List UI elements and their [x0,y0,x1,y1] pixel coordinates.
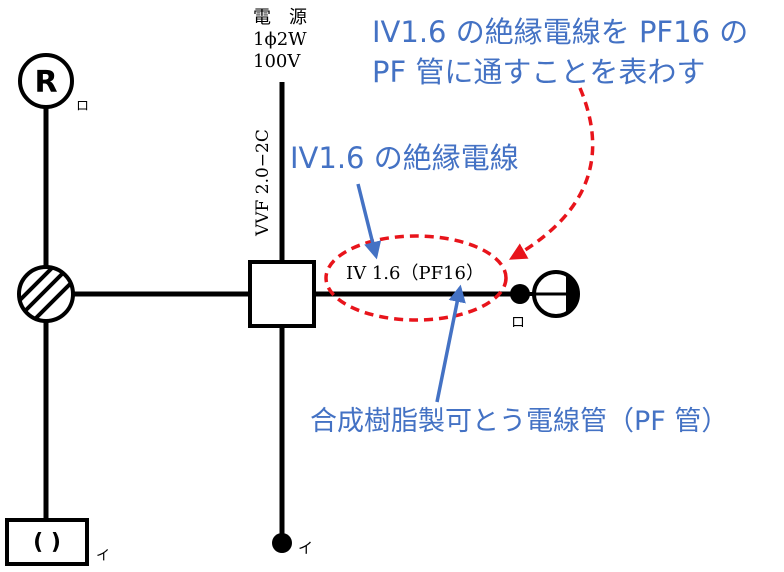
receptacle-r-label: R [34,65,57,100]
highlight-ellipse [324,234,508,322]
red-callout-arrow [508,87,595,260]
switch-ro-dot [510,284,530,304]
switch-ro-tag: ロ [511,315,525,331]
annotation-mid: IV1.6 の絶縁電線 [290,141,519,175]
cable-label: VVF 2.0−2C [253,129,273,237]
annotation-top-line1: IV1.6 の絶縁電線を PF16 の [372,15,748,49]
annotation-top-line2: PF 管に通すことを表わす [372,55,705,89]
power-source-line3: 100V [253,51,301,72]
wire-label: IV 1.6（PF16） [346,263,484,284]
power-source-line1: 電 源 [253,7,307,28]
lighting-fixture-symbol [532,270,580,318]
junction-box [248,260,316,328]
receptacle-r-tag: ロ [76,99,89,114]
blue-arrow-conduit [435,284,466,403]
hatched-fixture-symbol [17,265,75,323]
blue-arrow-wire [356,183,382,260]
switch-i-dot [272,533,292,553]
switch-box-tag: イ [96,548,110,564]
switch-i-tag: イ [298,539,313,557]
switch-box-label: ( ) [33,530,61,555]
annotation-bottom: 合成樹脂製可とう電線管（PF 管） [310,406,728,437]
power-source-line2: 1ϕ2W [253,29,307,50]
switch-box-symbol: ( ) [5,518,89,566]
receptacle-r-symbol: R [18,53,74,109]
